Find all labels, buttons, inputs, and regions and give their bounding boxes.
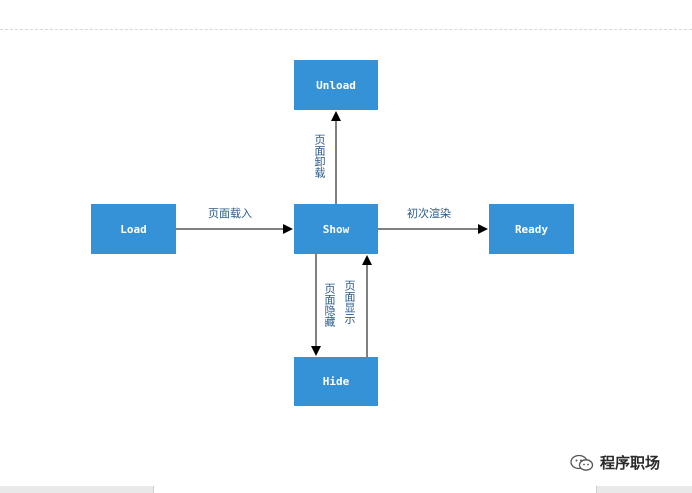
state-show: Show <box>294 204 378 254</box>
edge-label-hide-to-show: 页面显示 <box>343 280 356 324</box>
watermark: 程序职场 <box>570 452 660 473</box>
state-ready: Ready <box>489 204 574 254</box>
state-unload: Unload <box>294 60 378 110</box>
state-hide: Hide <box>294 357 378 406</box>
edge-label-show-to-hide: 页面隐藏 <box>323 283 336 327</box>
watermark-text: 程序职场 <box>600 454 661 472</box>
wechat-official-account-icon <box>570 454 594 471</box>
edge-label-load-to-show: 页面载入 <box>208 207 252 220</box>
edge-label-show-to-unload: 页面卸载 <box>313 134 326 178</box>
page-bottom-strip-inner <box>153 486 597 493</box>
edge-label-show-to-ready: 初次渲染 <box>407 207 451 220</box>
page-top-divider <box>0 29 692 30</box>
state-load: Load <box>91 204 176 254</box>
